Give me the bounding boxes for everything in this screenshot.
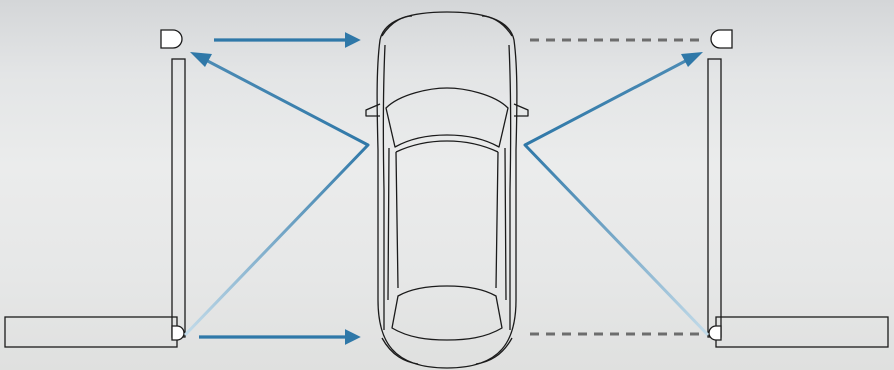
right-gate-icon — [707, 58, 889, 348]
right-gate-arm — [715, 316, 889, 348]
car-rear-window — [391, 285, 503, 341]
car-top-view-icon — [365, 11, 529, 369]
left-gate-icon — [4, 58, 186, 348]
reflection-beam-left — [183, 55, 370, 337]
sensor-icon-bottom-right — [708, 325, 722, 341]
car-right-mirror — [513, 103, 529, 117]
left-gate-post — [171, 58, 186, 338]
sensor-icon-bottom-left — [171, 325, 185, 341]
car-roof-sides — [395, 151, 499, 289]
car-left-mirror — [365, 103, 381, 117]
car-windshield — [385, 87, 509, 148]
arrow-icon-right-reflection — [681, 52, 703, 67]
arrow-icon-left-reflection — [190, 52, 212, 67]
car-rear-left-light — [381, 337, 419, 365]
car-front-left-light — [381, 15, 413, 37]
car-roof-front — [395, 140, 499, 153]
car-front-right-light — [481, 15, 513, 37]
car-body — [376, 11, 518, 369]
car-right-line — [508, 44, 512, 330]
car-rear-right-light — [475, 337, 513, 365]
car-left-line — [382, 44, 386, 330]
left-gate-arm — [4, 316, 178, 348]
sensor-icon-top-left — [160, 29, 183, 49]
reflection-beam-right — [523, 55, 710, 337]
right-gate-post — [707, 58, 722, 338]
car-pillars — [387, 147, 507, 301]
sensor-icon-top-right — [710, 29, 733, 49]
